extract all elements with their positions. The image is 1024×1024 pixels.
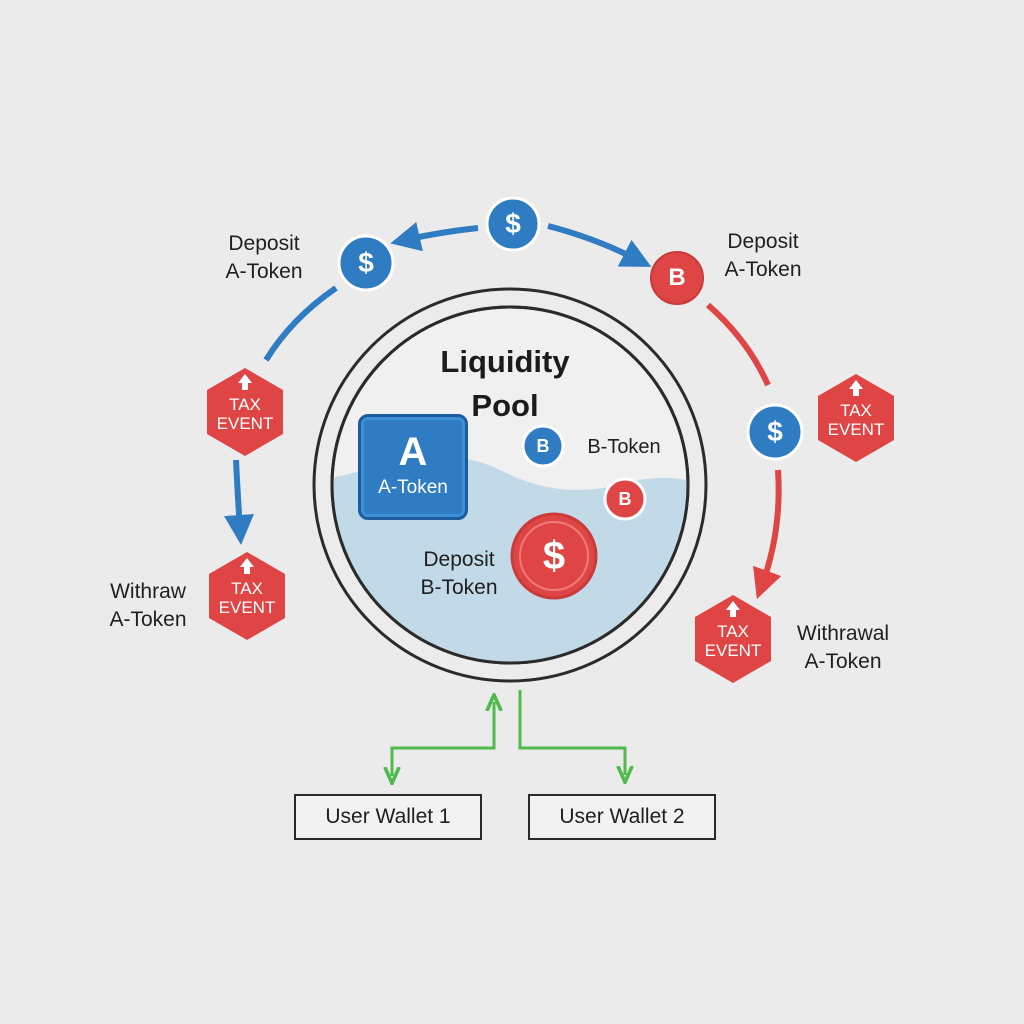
right-mid-dollar-coin	[746, 403, 804, 461]
up-arrow-icon	[238, 374, 863, 617]
right-b-coin	[650, 251, 704, 305]
arc-left-upper	[263, 285, 338, 362]
a-token-letter: A	[398, 430, 428, 474]
b-token-icon: B	[536, 436, 550, 456]
arrow-pool-to-wallet-2	[518, 690, 625, 775]
tax-event-label: TAX EVENT	[704, 622, 762, 660]
a-token-box	[358, 414, 468, 520]
b-token-icon: B	[668, 264, 686, 291]
b-token-icon: B	[618, 489, 632, 509]
withdraw-a-token-left-label: Withraw A-Token	[109, 580, 187, 631]
pool-title: Liquidity Pool	[440, 344, 570, 423]
deposit-b-token-label: Deposit B-Token	[420, 548, 498, 599]
withdrawal-a-token-right-label: Withrawal A-Token	[796, 622, 890, 673]
arc-right-upper	[706, 302, 771, 387]
tax-event-label: TAX EVENT	[218, 579, 276, 617]
tax-event-label: TAX EVENT	[216, 395, 274, 433]
tax-event-label: TAX EVENT	[827, 401, 885, 439]
arrow-top-to-right	[547, 223, 652, 267]
dollar-icon: $	[767, 416, 783, 447]
a-token-label: A-Token	[378, 477, 448, 498]
user-wallet-1: User Wallet 1	[294, 794, 482, 840]
left-dollar-coin	[337, 234, 395, 292]
tax-event-hexagon-left-upper	[207, 368, 283, 456]
arrow-wallet-1-to-pool	[390, 702, 494, 775]
dollar-icon: $	[505, 208, 521, 239]
pool-red-b-coin	[603, 477, 647, 521]
deposit-a-token-right-label: Deposit A-Token	[724, 230, 802, 281]
user-wallet-2: User Wallet 2	[528, 794, 716, 840]
arrow-top-to-left	[390, 222, 479, 252]
dollar-icon: $	[542, 534, 566, 578]
b-token-label: B-Token	[587, 436, 661, 458]
tax-event-hexagon-right-upper	[818, 374, 894, 462]
dollar-icon: $	[358, 247, 374, 278]
arrow-right-down	[753, 469, 782, 600]
arrow-left-down	[224, 459, 254, 545]
pool-b-token-coin	[521, 424, 565, 468]
top-dollar-coin	[485, 196, 541, 252]
tax-event-hexagon-right-lower	[695, 595, 771, 683]
tax-event-hexagon-left-lower	[209, 552, 285, 640]
deposit-a-token-left-label: Deposit A-Token	[225, 232, 303, 283]
pool-dollar-coin	[510, 512, 598, 600]
